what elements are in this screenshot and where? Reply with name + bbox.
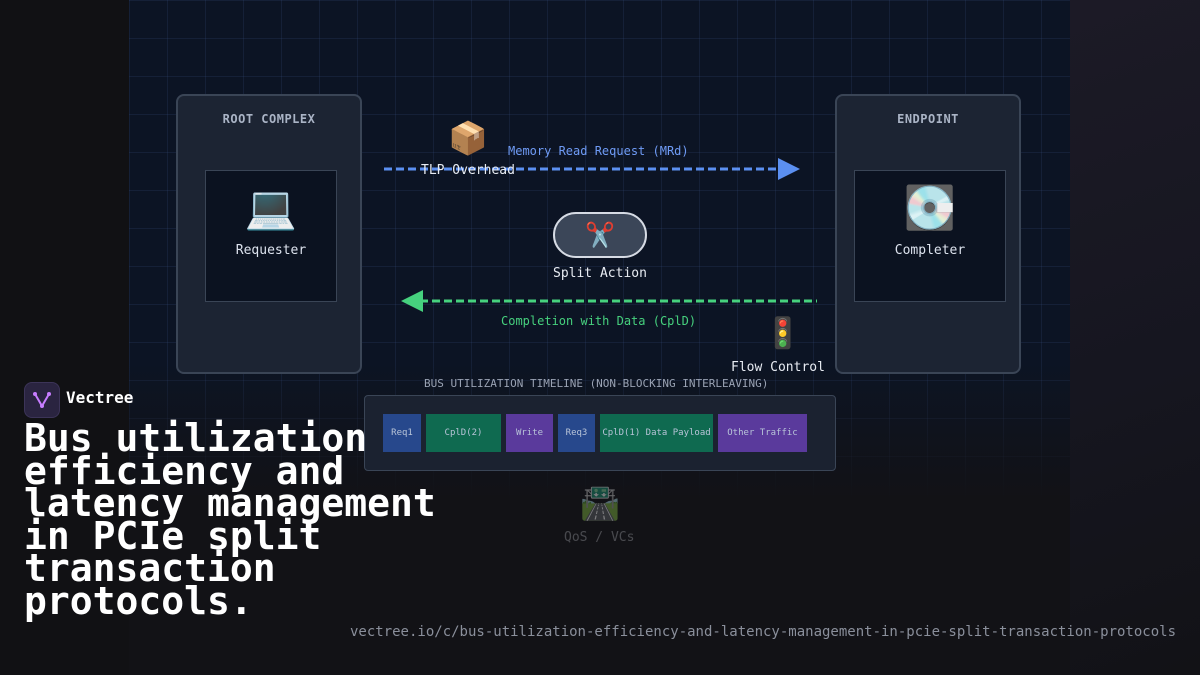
requester-label: Requester [235, 243, 307, 258]
qos-label: QoS / VCs [564, 530, 635, 545]
timeline-segment: CplD(2) [426, 414, 501, 452]
completion-label: Completion with Data (CplD) [501, 314, 697, 328]
timeline-segment: Req3 [558, 414, 595, 452]
right-backdrop [1070, 0, 1200, 675]
left-backdrop [0, 0, 129, 675]
request-arrowhead [778, 158, 800, 180]
requester-node: 💻 Requester [205, 170, 337, 302]
timeline-segment: CplD(1) Data Payload [600, 414, 713, 452]
brand-name: Vectree [66, 388, 134, 407]
timeline-segment: Other Traffic [718, 414, 807, 452]
root-complex-title: ROOT COMPLEX [222, 112, 316, 126]
timeline-title: BUS UTILIZATION TIMELINE (NON-BLOCKING I… [424, 377, 769, 390]
root-complex-box: ROOT COMPLEX 💻 Requester [176, 94, 362, 374]
flow-control-label: Flow Control [731, 360, 825, 375]
request-label: Memory Read Request (MRd) [508, 144, 689, 158]
road-icon: 🛣️ [580, 484, 620, 522]
completer-label: Completer [894, 243, 966, 258]
split-action-label: Split Action [553, 266, 647, 281]
package-icon: 📦 [448, 119, 488, 157]
bus-timeline: Req1 CplD(2) Write Req3 CplD(1) Data Pay… [364, 395, 836, 471]
endpoint-box: ENDPOINT 💽 Completer [835, 94, 1021, 374]
vectree-logo-icon [33, 392, 51, 408]
endpoint-title: ENDPOINT [897, 112, 959, 126]
completer-node: 💽 Completer [854, 170, 1006, 302]
laptop-icon: 💻 [244, 183, 298, 232]
split-action-node: ✂️ [553, 212, 647, 258]
page-title: Bus utilization efficiency and latency m… [24, 416, 436, 623]
tlp-overhead-label: TLP Overhead [421, 163, 515, 178]
page-url[interactable]: vectree.io/c/bus-utilization-efficiency-… [349, 624, 1176, 640]
timeline-segment: Req1 [383, 414, 421, 452]
vectree-logo [24, 382, 60, 418]
traffic-light-icon: 🚦 [764, 316, 802, 351]
disk-icon: 💽 [903, 183, 957, 232]
completion-arrowhead [401, 290, 423, 312]
scissors-icon: ✂️ [585, 221, 615, 249]
timeline-segment: Write [506, 414, 553, 452]
